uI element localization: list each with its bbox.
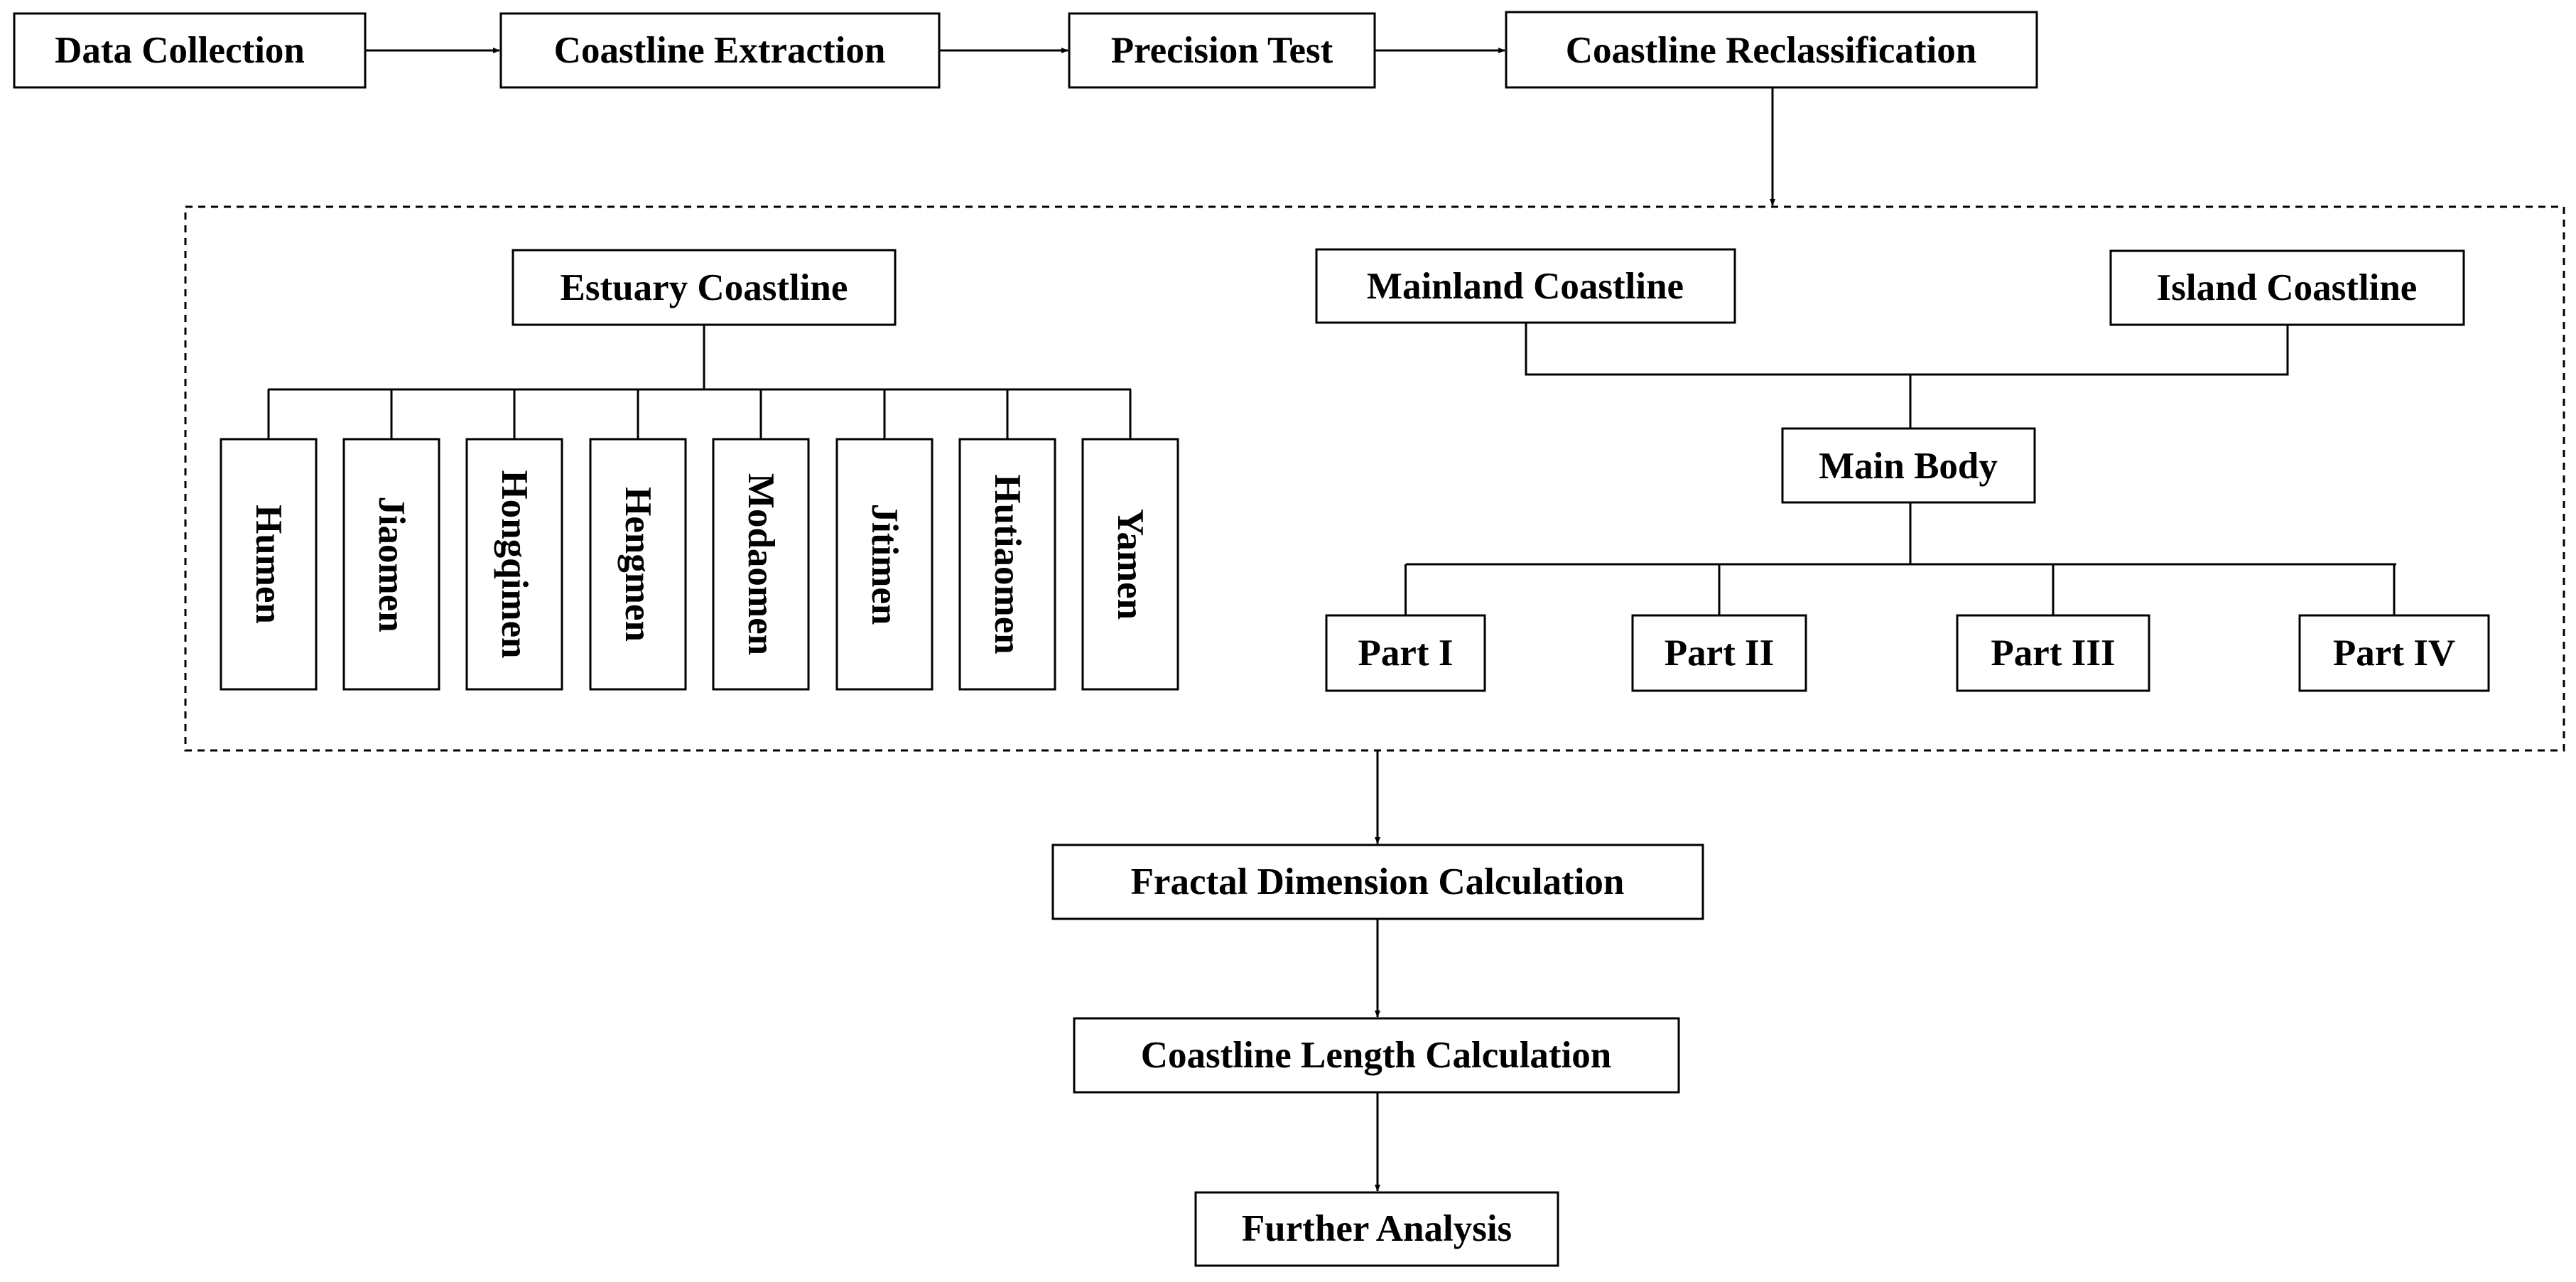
fractal-dimension-node: Fractal Dimension Calculation <box>1051 844 1704 920</box>
part-label: Part IV <box>2333 632 2455 674</box>
outlet-label: Jiaomen <box>371 496 412 632</box>
part-node-part-i: Part I <box>1325 614 1486 692</box>
outlet-node-hutiaomen: Hutiaomen <box>958 438 1056 691</box>
outlet-label: Hutiaomen <box>987 474 1028 654</box>
precision-test-node: Precision Test <box>1068 12 1376 89</box>
outlet-group: Humen Jiaomen Hongqimen Hengmen Modaomen Jiti… <box>220 389 1179 691</box>
data-collection-label: Data Collection <box>55 30 305 71</box>
fractal-dimension-label: Fractal Dimension Calculation <box>1131 861 1625 903</box>
outlet-label: Yamen <box>1110 509 1151 620</box>
further-analysis-label: Further Analysis <box>1242 1208 1512 1249</box>
estuary-coastline-node: Estuary Coastline <box>512 249 897 326</box>
coastline-length-label: Coastline Length Calculation <box>1141 1035 1612 1076</box>
data-collection-node: Data Collection <box>13 12 367 89</box>
mainland-island-join-line <box>1525 323 2289 376</box>
main-body-node: Main Body <box>1781 427 2036 504</box>
parts-group: Part I Part II Part III Part IV <box>1325 564 2490 692</box>
part-node-part-iv: Part IV <box>2298 614 2490 692</box>
classification-group-border <box>184 205 2565 752</box>
outlet-node-humen: Humen <box>220 438 318 691</box>
coastline-reclassification-label: Coastline Reclassification <box>1566 30 1977 71</box>
outlet-label: Hongqimen <box>494 470 535 658</box>
outlet-node-hongqimen: Hongqimen <box>465 438 563 691</box>
coastline-extraction-node: Coastline Extraction <box>499 12 941 89</box>
coastline-extraction-label: Coastline Extraction <box>554 30 886 71</box>
island-coastline-node: Island Coastline <box>2109 249 2465 326</box>
outlet-label: Humen <box>248 505 289 624</box>
part-label: Part I <box>1358 632 1454 674</box>
outlet-node-jiaomen: Jiaomen <box>342 438 440 691</box>
island-coastline-label: Island Coastline <box>2157 267 2418 308</box>
part-label: Part III <box>1991 632 2115 674</box>
coastline-length-node: Coastline Length Calculation <box>1073 1017 1680 1094</box>
estuary-coastline-label: Estuary Coastline <box>561 267 848 308</box>
outlet-node-modaomen: Modaomen <box>712 438 810 691</box>
outlet-node-jitimen: Jitimen <box>835 438 933 691</box>
main-body-label: Main Body <box>1819 446 1998 487</box>
mainland-coastline-node: Mainland Coastline <box>1315 248 1736 324</box>
outlet-label: Hengmen <box>617 487 659 642</box>
outlet-label: Jitimen <box>864 504 905 625</box>
precision-test-label: Precision Test <box>1111 30 1333 71</box>
outlet-node-yamen: Yamen <box>1081 438 1179 691</box>
part-node-part-ii: Part II <box>1631 614 1807 692</box>
part-label: Part II <box>1665 632 1775 674</box>
part-node-part-iii: Part III <box>1956 614 2150 692</box>
coastline-reclassification-node: Coastline Reclassification <box>1505 11 2038 89</box>
outlet-node-hengmen: Hengmen <box>589 438 687 691</box>
further-analysis-node: Further Analysis <box>1194 1191 1559 1267</box>
mainland-coastline-label: Mainland Coastline <box>1367 266 1684 307</box>
outlet-label: Modaomen <box>740 473 781 655</box>
